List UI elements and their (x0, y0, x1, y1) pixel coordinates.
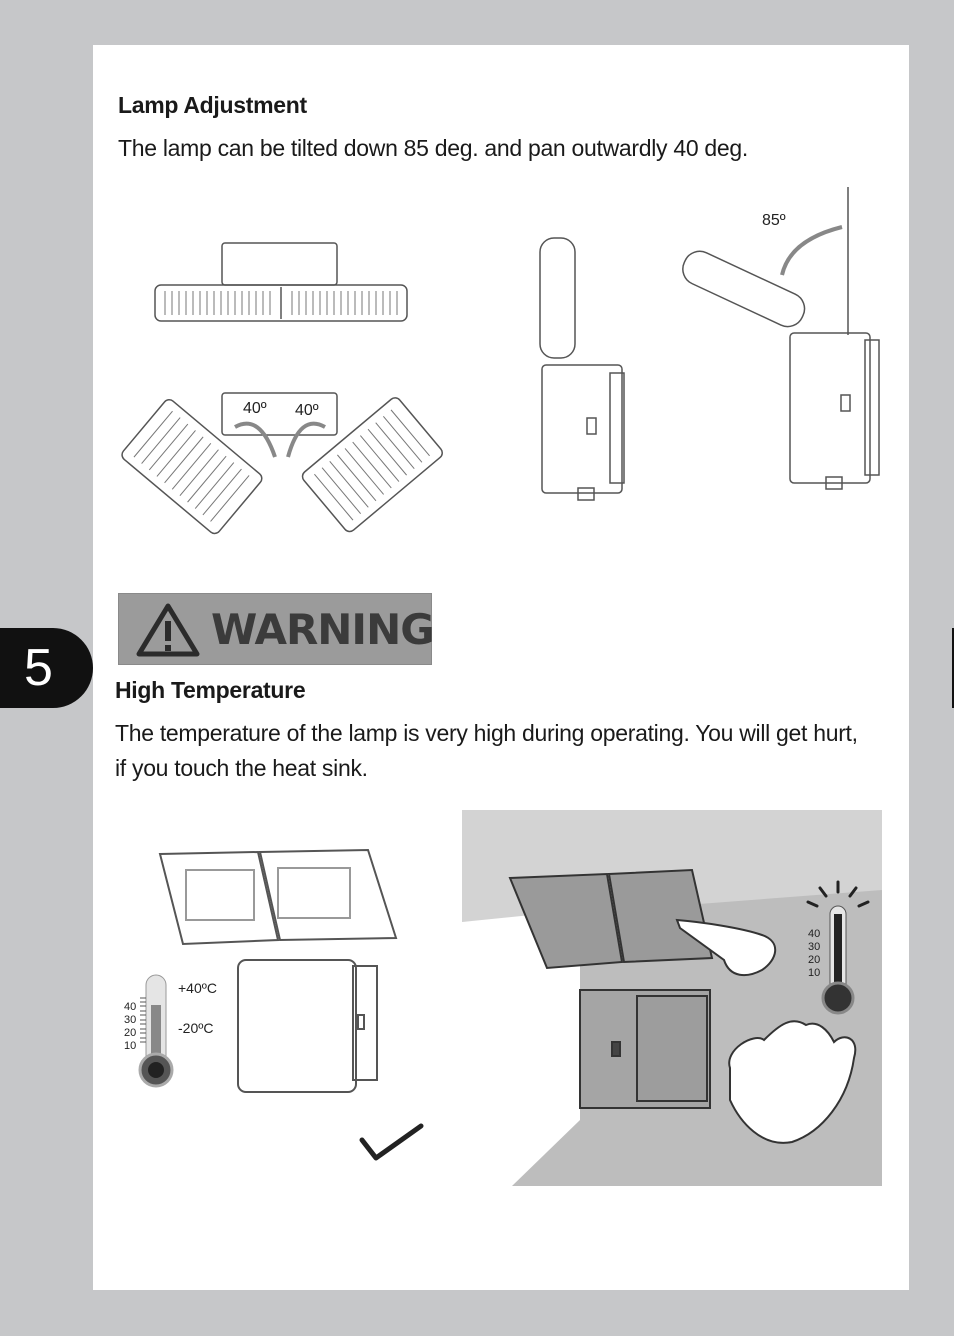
thermometer-left-icon (138, 974, 174, 1088)
warning-banner-text: WARNING (211, 605, 435, 654)
thermometer-left-scale-10: 10 (124, 1040, 136, 1052)
pan-left-label: 40º (243, 400, 267, 417)
warning-triangle-icon (136, 603, 200, 657)
page-number-tab: 5 (0, 628, 93, 708)
heat-sink-touch-figure: 40 30 20 10 (462, 810, 882, 1186)
edge-marker (952, 628, 954, 708)
warning-text-line1: The temperature of the lamp is very high… (115, 720, 858, 746)
thermometer-left-scale-40: 40 (124, 1001, 136, 1013)
thermometer-right-scale-30: 30 (808, 941, 820, 953)
pan-adjustment-figure: 40º 40º (121, 242, 443, 535)
thermometer-right-scale-20: 20 (808, 954, 820, 966)
thermometer-right-icon (806, 880, 870, 1015)
pan-right-label: 40º (295, 402, 319, 419)
thermometer-left-scale-30: 30 (124, 1014, 136, 1026)
tilt-adjustment-figure: 85º (539, 187, 880, 501)
operating-temperature-figure: 40 30 20 10 +40ºC -20ºC (124, 848, 424, 1161)
thermometer-right-scale-40: 40 (808, 928, 820, 940)
max-temperature-label: +40ºC (178, 980, 217, 996)
warning-banner: WARNING (118, 593, 435, 665)
lamp-adjustment-description: The lamp can be tilted down 85 deg. and … (118, 135, 748, 161)
lamp-adjustment-heading: Lamp Adjustment (118, 92, 307, 118)
warning-text-line2: if you touch the heat sink. (115, 755, 368, 781)
min-temperature-label: -20ºC (178, 1020, 213, 1036)
checkmark-icon (359, 1123, 424, 1161)
tilt-label: 85º (762, 212, 786, 229)
thermometer-right-scale-10: 10 (808, 967, 820, 979)
page-number: 5 (24, 639, 53, 697)
high-temperature-heading: High Temperature (115, 677, 306, 703)
thermometer-left-scale-20: 20 (124, 1027, 136, 1039)
